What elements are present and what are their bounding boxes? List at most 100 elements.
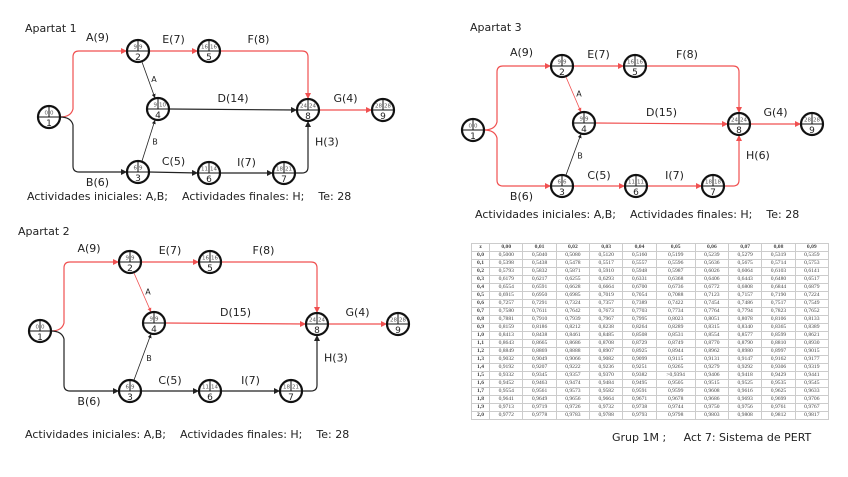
probability-cell: 0,9616: [728, 387, 763, 396]
column-header: z: [470, 243, 491, 252]
probability-cell: 0,5239: [694, 251, 730, 260]
probability-cell: 0,9719: [522, 403, 557, 412]
activity-label-d: D(15): [646, 106, 677, 119]
earliest-time: 0: [45, 111, 49, 117]
probability-cell: 0,7967: [589, 315, 624, 324]
activity-label-b: B(6): [510, 190, 533, 203]
z-value: 0,9: [470, 323, 491, 332]
probability-cell: 0,8577: [728, 331, 763, 340]
probability-cell: 0,9649: [522, 395, 557, 404]
probability-cell: 0,5160: [622, 251, 657, 260]
probability-cell: 0,8078: [728, 315, 763, 324]
z-value: 1,0: [470, 331, 491, 340]
probability-cell: 0,9066: [555, 355, 591, 364]
activity-arrow-f: [220, 50, 311, 99]
activity-label-g: G(4): [333, 92, 357, 105]
probability-cell: 0,6808: [728, 283, 763, 292]
pert-diagram-2: A(9)B(6)E(7)F(8)ABD(15)G(4)C(5)I(7)H(3)0…: [27, 242, 411, 408]
probability-cell: 0,9573: [555, 387, 591, 396]
probability-cell: 0,6950: [522, 291, 557, 300]
probability-cell: 0,5793: [489, 267, 524, 276]
probability-cell: 0,5398: [489, 259, 524, 268]
probability-cell: 0,8485: [589, 331, 624, 340]
activity-arrow-f: [221, 261, 320, 313]
probability-cell: 0,7019: [589, 291, 624, 300]
pert-diagram-3: A(9)B(6)E(7)F(8)ABD(15)G(4)C(5)I(7)H(6)0…: [460, 46, 825, 203]
z-value: 1,9: [470, 403, 491, 412]
z-value: 1,3: [470, 355, 491, 364]
probability-cell: 0,8238: [589, 323, 624, 332]
probability-cell: 0,8925: [622, 347, 657, 356]
probability-cell: 0,8340: [728, 323, 763, 332]
expected-time: Te: 28: [766, 208, 800, 221]
node-number: 3: [559, 188, 565, 198]
activity-label-b: B(6): [77, 395, 100, 408]
probability-cell: 0,6179: [489, 275, 524, 284]
probability-cell: 0,8749: [655, 339, 696, 348]
probability-cell: 0,8790: [728, 339, 763, 348]
latest-time: 14: [211, 385, 218, 391]
probability-cell: 0,7549: [794, 299, 830, 308]
earliest-time: 9: [134, 45, 138, 51]
probability-cell: 0,9207: [522, 363, 557, 372]
latest-time: 16: [210, 45, 217, 51]
probability-cell: 0,5948: [622, 267, 657, 276]
column-header: 0,07: [728, 243, 763, 252]
initial-activities: Actividades iniciales: A,B;: [475, 208, 616, 221]
probability-cell: 0,7190: [761, 291, 796, 300]
activity-label-db: B: [152, 138, 158, 147]
z-value: 0,0: [470, 251, 491, 260]
probability-cell: 0,9306: [761, 363, 796, 372]
earliest-time: 11: [201, 167, 208, 173]
activity-label-d: D(14): [217, 92, 248, 105]
probability-cell: 0,9699: [761, 395, 796, 404]
probability-cell: 0,9582: [589, 387, 624, 396]
activity-label-i: I(7): [237, 156, 256, 169]
probability-cell: 0,5517: [589, 259, 624, 268]
activity-arrow-h: [724, 135, 742, 187]
probability-cell: 0,5753: [794, 259, 830, 268]
probability-cell: 0,9633: [794, 387, 830, 396]
activity-arrow-db: [133, 333, 152, 381]
probability-cell: 0,9761: [761, 403, 796, 412]
initial-activities: Actividades iniciales: A,B;: [25, 428, 166, 441]
probability-cell: 0,5040: [522, 251, 557, 260]
z-value: 0,8: [470, 315, 491, 324]
probability-cell: 0,9251: [622, 363, 657, 372]
latest-time: 0: [50, 111, 54, 117]
probability-cell: 0,7734: [655, 307, 696, 316]
probability-cell: 0,9545: [794, 379, 830, 388]
probability-cell: 0,6628: [555, 283, 591, 292]
probability-cell: 0,5675: [728, 259, 763, 268]
probability-cell: 0,9678: [655, 395, 696, 404]
probability-cell: 0,9131: [694, 355, 730, 364]
probability-cell: 0,9192: [489, 363, 524, 372]
probability-cell: 0,8159: [489, 323, 524, 332]
probability-cell: 0,9049: [522, 355, 557, 364]
z-value: 0,1: [470, 259, 491, 268]
probability-cell: 0,7422: [655, 299, 696, 308]
probability-cell: 0,7088: [655, 291, 696, 300]
apartat-2-title: Apartat 2: [18, 225, 70, 238]
activity-label-e: E(7): [162, 33, 185, 46]
expected-time: Te: 28: [316, 428, 350, 441]
probability-cell: 0,7764: [694, 307, 730, 316]
probability-cell: 0,9641: [489, 395, 524, 404]
latest-time: 6: [563, 180, 567, 186]
activity-arrow-c: [148, 169, 199, 176]
probability-cell: 0,5478: [555, 259, 591, 268]
probability-cell: 0,9756: [728, 403, 763, 412]
activity-label-i: I(7): [241, 374, 260, 387]
earliest-time: 24: [300, 104, 307, 110]
earliest-time: 9: [126, 256, 130, 262]
probability-cell: 0,8508: [622, 331, 657, 340]
